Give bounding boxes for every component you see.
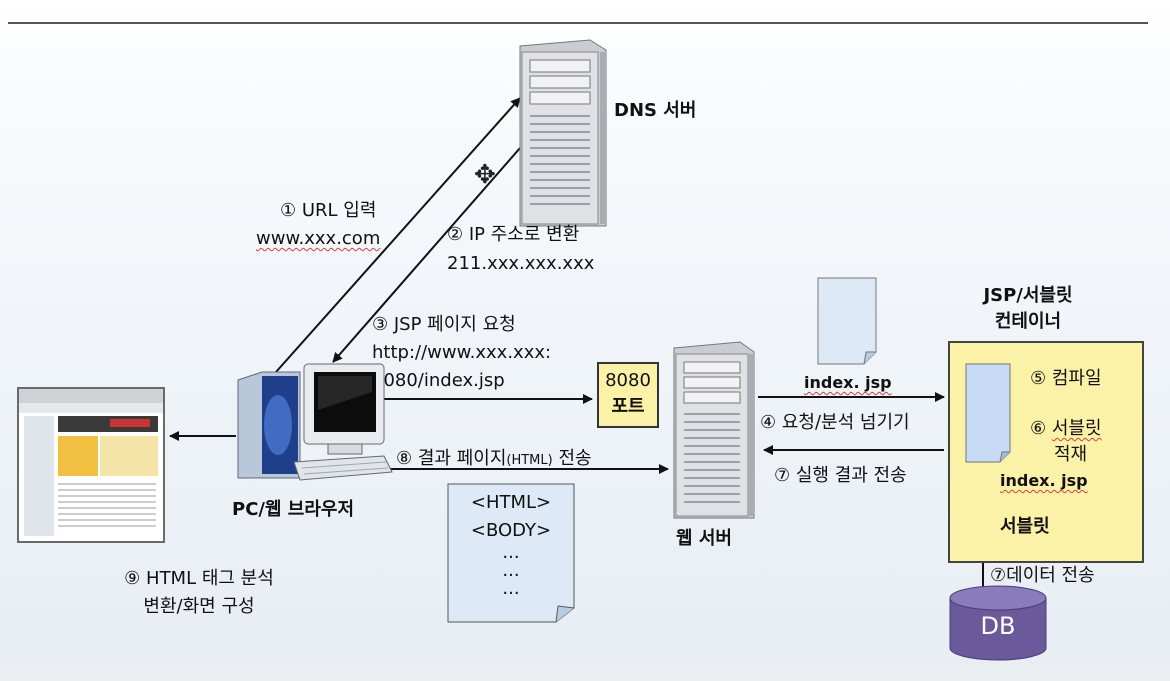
bottom-strip — [0, 666, 1170, 681]
database-label: DB — [950, 610, 1046, 642]
